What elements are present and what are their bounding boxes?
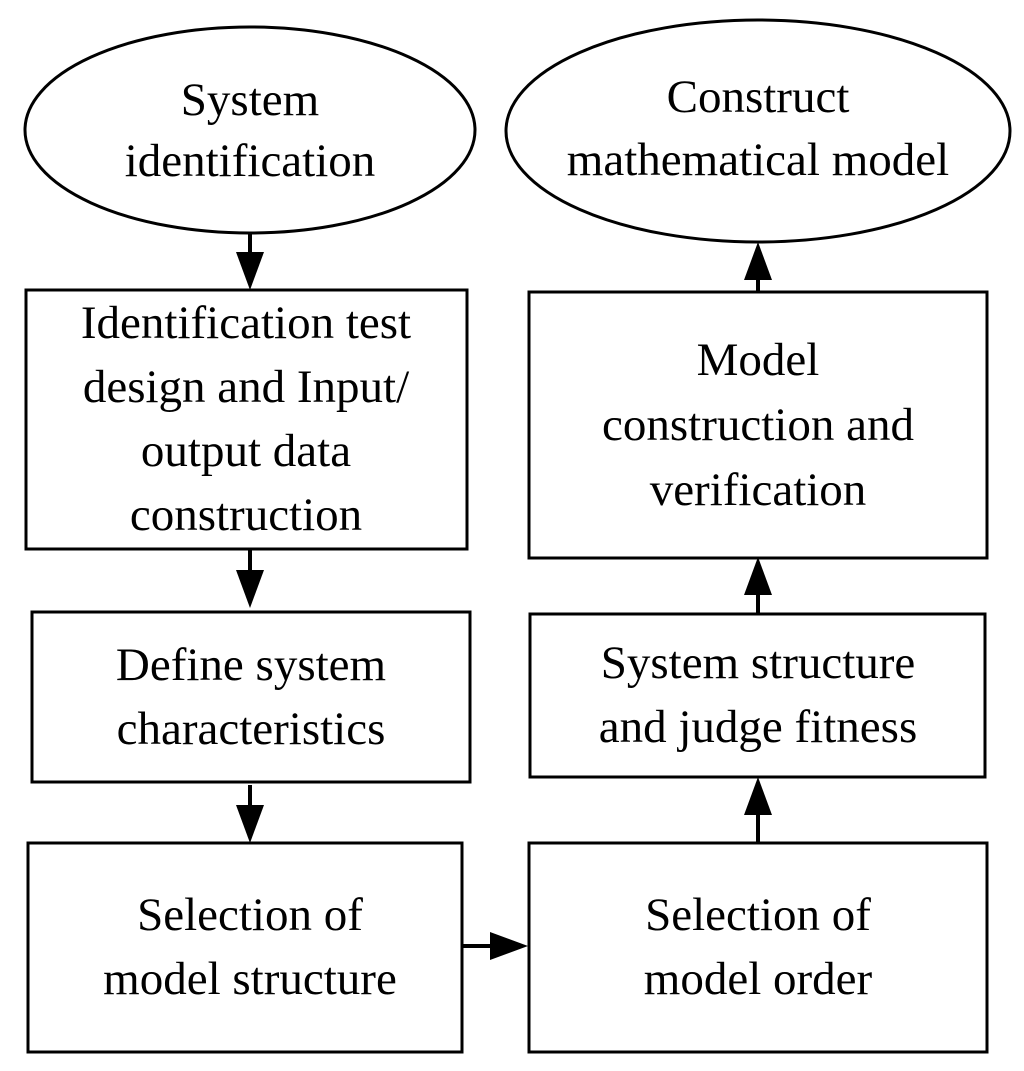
- node-selection-order-line-2: model order: [644, 953, 873, 1005]
- node-system-structure-line-2: and judge fitness: [599, 701, 918, 753]
- edge-identification-test-to-define-characteristics: [236, 550, 264, 608]
- node-identification-test-line-2: design and Input/: [83, 361, 410, 413]
- node-system-structure: System structure and judge fitness: [528, 612, 987, 779]
- node-identification-test-line-3: output data: [141, 425, 351, 477]
- edge-model-construction-to-construct-model: [744, 242, 772, 292]
- edge-define-characteristics-to-selection-structure: [236, 785, 264, 843]
- node-construct-model-line-1: Construct: [667, 71, 850, 123]
- node-selection-structure-line-1: Selection of: [137, 889, 363, 941]
- node-define-characteristics-line-2: characteristics: [117, 703, 386, 755]
- edge-system-identification-to-identification-test: [236, 232, 264, 290]
- edge-selection-order-to-system-structure: [744, 777, 772, 843]
- node-system-identification: System identification: [23, 25, 477, 235]
- node-define-characteristics: Define system characteristics: [30, 610, 472, 784]
- node-model-construction: Model construction and verification: [527, 290, 989, 560]
- edge-system-structure-to-model-construction: [744, 557, 772, 613]
- node-identification-test-line-1: Identification test: [81, 297, 411, 349]
- node-model-construction-line-3: verification: [650, 464, 867, 516]
- node-construct-model-line-2: mathematical model: [567, 134, 949, 186]
- node-system-structure-line-1: System structure: [601, 637, 916, 689]
- node-selection-structure-line-2: model structure: [103, 953, 397, 1005]
- node-define-characteristics-line-1: Define system: [116, 639, 386, 691]
- node-selection-order: Selection of model order: [527, 841, 989, 1054]
- node-identification-test: Identification test design and Input/ ou…: [24, 288, 469, 551]
- node-selection-order-line-1: Selection of: [645, 889, 871, 941]
- node-model-construction-line-1: Model: [697, 334, 820, 386]
- node-model-construction-line-2: construction and: [602, 399, 914, 451]
- node-selection-structure: Selection of model structure: [26, 841, 464, 1054]
- node-identification-test-line-4: construction: [130, 489, 362, 541]
- node-construct-model: Construct mathematical model: [504, 18, 1012, 244]
- node-system-identification-line-2: identification: [125, 135, 376, 187]
- edge-selection-structure-to-selection-order: [462, 932, 528, 960]
- node-system-identification-line-1: System: [181, 74, 319, 126]
